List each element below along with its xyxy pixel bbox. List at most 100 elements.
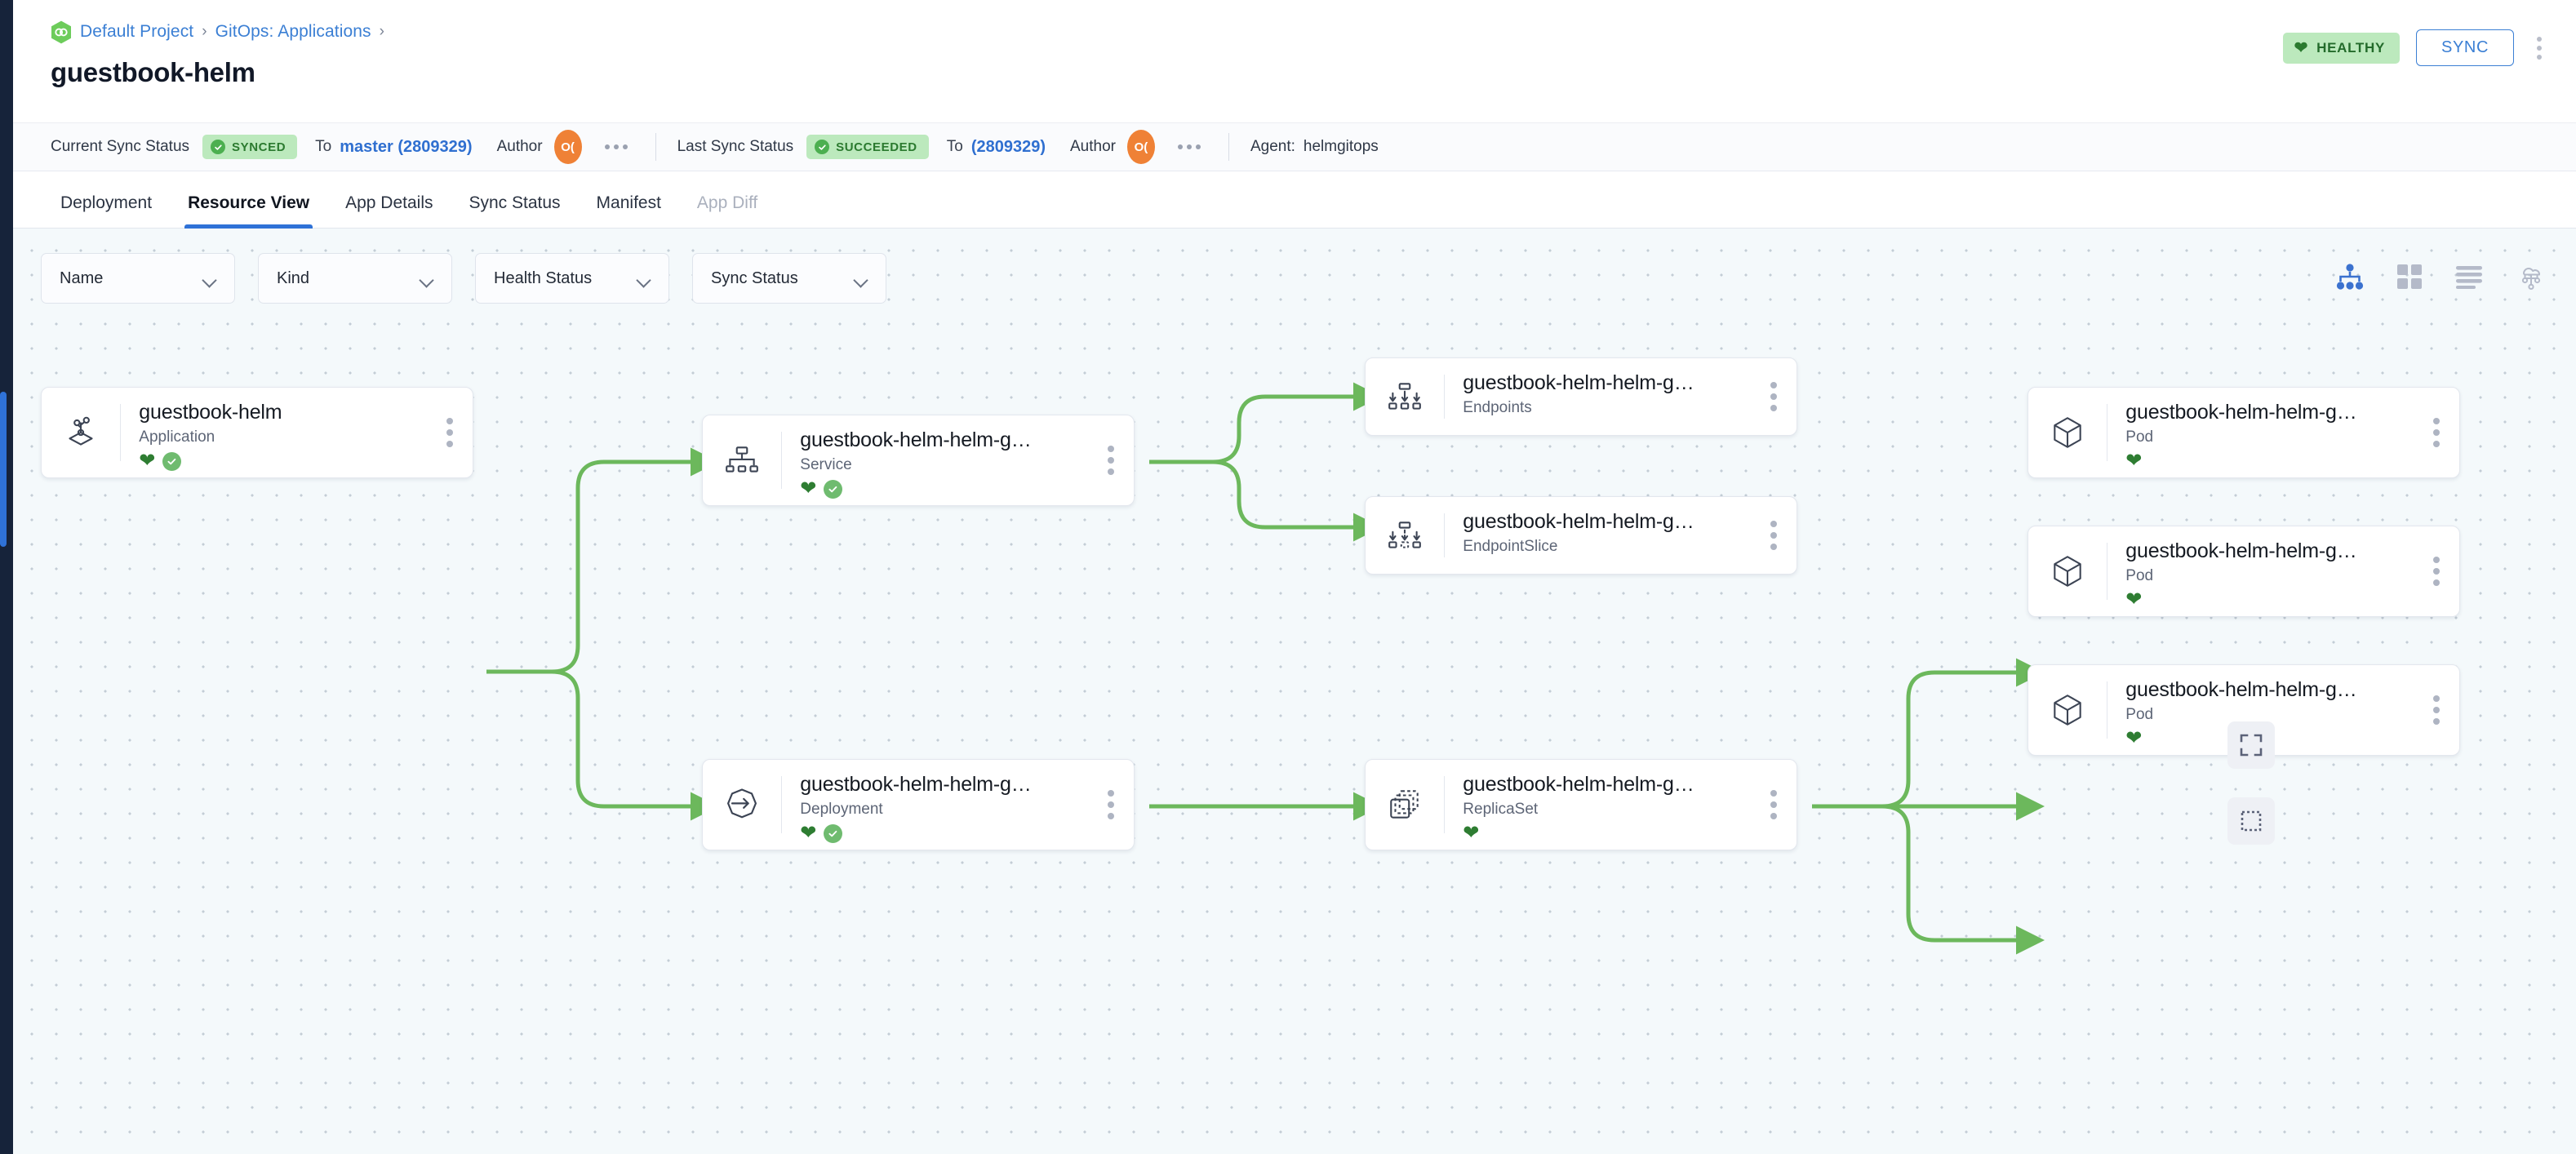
node-menu-icon[interactable] [1751,760,1797,850]
pod-icon [2028,526,2107,616]
left-nav-rail [0,0,13,1154]
node-content: guestbook-helm-helm-g… Pod ❤ [2107,526,2414,616]
filter-kind-label: Kind [277,269,309,288]
current-author-ellipsis-icon[interactable] [598,138,634,156]
node-status-badges: ❤ [800,478,1088,499]
graph-node-endpointslice[interactable]: guestbook-helm-helm-g… EndpointSlice [1365,496,1797,575]
endpointslice-icon [1366,497,1444,574]
last-author-ellipsis-icon[interactable] [1171,138,1207,156]
node-menu-icon[interactable] [1751,358,1797,435]
current-revision-link[interactable]: master (2809329) [340,138,472,157]
node-content: guestbook-helm-helm-g… Pod ❤ [2107,388,2414,477]
breadcrumb-item-default-project[interactable]: Default Project [80,22,193,42]
edge-replicaset-to-pod-3 [1812,806,2037,940]
service-icon [703,415,781,505]
last-revision-link[interactable]: (2809329) [971,138,1046,157]
current-author-avatar[interactable]: O( [554,130,582,164]
node-title: guestbook-helm-helm-g… [2125,539,2414,563]
node-menu-icon[interactable] [427,388,473,477]
node-kind: Pod [2125,428,2414,446]
current-sync-status-badge[interactable]: SYNCED [202,135,297,159]
node-title: guestbook-helm-helm-g… [2125,401,2414,424]
filter-health-status[interactable]: Health Status [475,253,669,304]
filter-health-status-label: Health Status [494,269,592,288]
breadcrumb-item-gitops-applications[interactable]: GitOps: Applications [215,22,371,42]
node-menu-icon[interactable] [1088,760,1134,850]
select-region-button[interactable] [2227,797,2275,845]
node-content: guestbook-helm-helm-g… ReplicaSet ❤ [1445,760,1751,850]
node-kind: Pod [2125,567,2414,585]
sync-check-icon [162,452,181,471]
chevron-down-icon [855,275,868,282]
check-circle-icon [211,140,225,154]
node-title: guestbook-helm-helm-g… [1463,510,1751,534]
heart-icon: ❤ [2294,40,2308,56]
graph-node-pod-1[interactable]: guestbook-helm-helm-g… Pod ❤ [2027,387,2460,478]
graph-node-pod-2[interactable]: guestbook-helm-helm-g… Pod ❤ [2027,526,2460,617]
fit-to-screen-button[interactable] [2227,721,2275,769]
agent-info: Agent: helmgitops [1250,138,1379,156]
last-sync-status-badge[interactable]: SUCCEEDED [806,135,929,159]
tab-manifest[interactable]: Manifest [579,193,679,228]
filter-name-label: Name [60,269,103,288]
tab-app-details[interactable]: App Details [327,193,451,228]
current-to-label: To [315,138,331,156]
heart-icon: ❤ [1463,823,1479,843]
node-menu-icon[interactable] [1088,415,1134,505]
sync-button[interactable]: SYNC [2416,29,2514,66]
tab-sync-status[interactable]: Sync Status [451,193,578,228]
node-menu-icon[interactable] [2414,388,2459,477]
network-topology-icon[interactable] [2516,263,2547,291]
edge-app-to-deployment [486,672,712,806]
graph-node-endpoints[interactable]: guestbook-helm-helm-g… Endpoints [1365,357,1797,436]
tab-bar: Deployment Resource View App Details Syn… [13,171,2576,229]
current-sync-status-label: Current Sync Status [51,138,189,156]
agent-value: helmgitops [1304,138,1379,155]
grid-view-icon[interactable] [2396,264,2423,290]
top-header: Default Project › GitOps: Applications ›… [13,0,2576,122]
filter-sync-status-label: Sync Status [711,269,798,288]
list-view-icon[interactable] [2455,264,2483,289]
breadcrumb-separator: › [380,23,384,41]
tab-deployment[interactable]: Deployment [51,193,170,228]
node-status-badges: ❤ [2125,451,2414,472]
rail-scrollbar-thumb[interactable] [0,392,7,547]
node-status-badges: ❤ [1463,823,1751,844]
current-sync-status-text: SYNCED [232,140,286,154]
replicaset-icon [1366,760,1444,850]
view-mode-toggles [2336,263,2547,291]
heart-icon: ❤ [800,823,816,843]
check-circle-icon [815,140,829,154]
filter-bar: Name Kind Health Status Sync Status [41,253,886,304]
heart-icon: ❤ [2125,590,2142,610]
resource-graph-canvas[interactable]: Name Kind Health Status Sync Status [13,229,2576,1154]
last-author-avatar[interactable]: O( [1127,130,1155,164]
application-icon [42,388,120,477]
last-sync-status-label: Last Sync Status [677,138,794,156]
tab-resource-view[interactable]: Resource View [170,193,327,228]
tree-view-icon[interactable] [2336,264,2364,290]
heart-icon: ❤ [2125,729,2142,748]
node-menu-icon[interactable] [1751,497,1797,574]
graph-node-service[interactable]: guestbook-helm-helm-g… Service ❤ [702,415,1135,506]
node-kind: Deployment [800,801,1088,819]
endpoints-icon [1366,358,1444,435]
header-overflow-menu-icon[interactable] [2530,32,2548,64]
graph-node-deployment[interactable]: guestbook-helm-helm-g… Deployment ❤ [702,759,1135,850]
filter-kind[interactable]: Kind [258,253,452,304]
node-menu-icon[interactable] [2414,526,2459,616]
heart-icon: ❤ [2125,451,2142,471]
chevron-down-icon [203,275,216,282]
node-content: guestbook-helm-helm-g… Endpoints [1445,358,1751,435]
agent-label: Agent: [1250,138,1295,155]
chevron-down-icon [420,275,433,282]
filter-sync-status[interactable]: Sync Status [692,253,886,304]
filter-name[interactable]: Name [41,253,235,304]
health-status-badge[interactable]: ❤ HEALTHY [2283,33,2400,64]
last-to-label: To [947,138,963,156]
graph-node-replicaset[interactable]: guestbook-helm-helm-g… ReplicaSet ❤ [1365,759,1797,850]
graph-node-application[interactable]: guestbook-helm Application ❤ [41,387,473,478]
node-menu-icon[interactable] [2414,665,2459,755]
tab-app-diff: App Diff [679,193,775,228]
